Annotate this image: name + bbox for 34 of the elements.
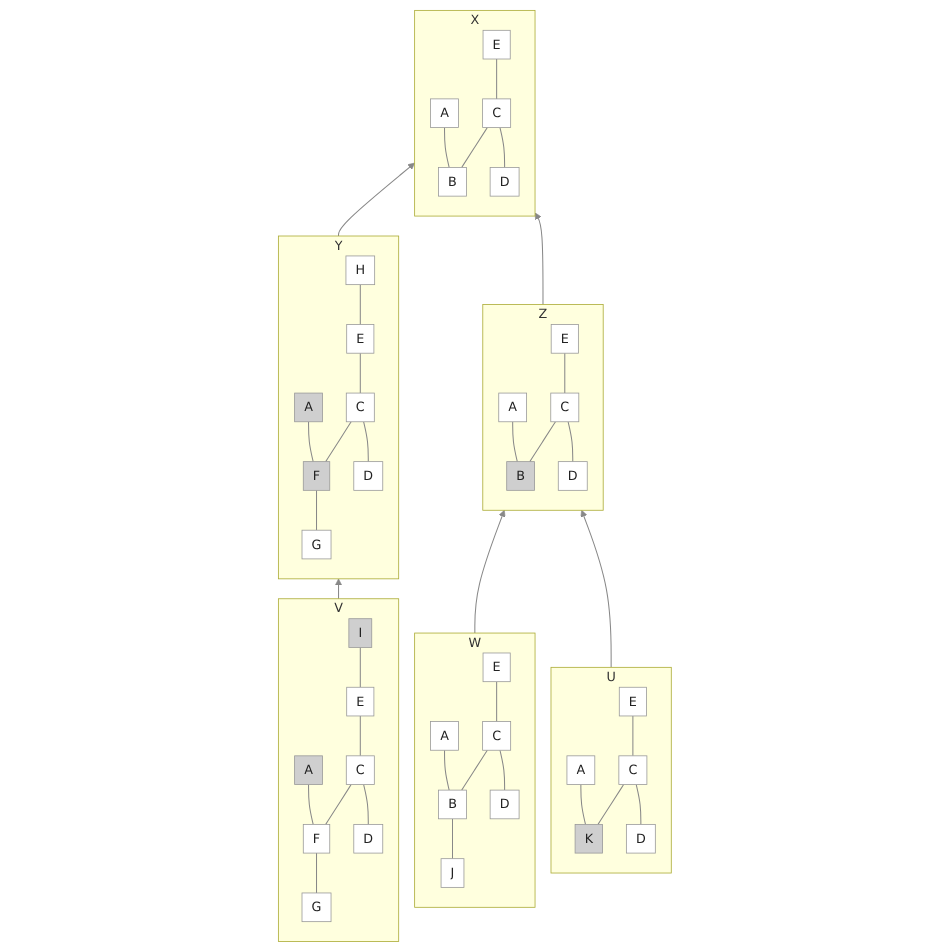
connector bbox=[315, 852, 317, 894]
connector bbox=[495, 681, 497, 723]
connector bbox=[358, 646, 360, 688]
connector bbox=[358, 715, 360, 757]
arrow bbox=[579, 509, 611, 668]
connector bbox=[460, 749, 488, 791]
connector bbox=[443, 127, 449, 168]
arrow bbox=[533, 212, 543, 306]
connector bbox=[631, 715, 633, 757]
connector bbox=[358, 352, 360, 394]
connector bbox=[596, 784, 624, 825]
connector bbox=[307, 784, 313, 825]
connector bbox=[362, 784, 368, 825]
connector bbox=[566, 421, 573, 463]
connector bbox=[362, 421, 368, 463]
connector bbox=[511, 421, 517, 463]
connector bbox=[498, 127, 505, 168]
connector bbox=[358, 284, 360, 325]
connector bbox=[495, 58, 497, 100]
connector bbox=[528, 421, 556, 463]
arrow bbox=[473, 509, 505, 634]
connector bbox=[307, 421, 313, 463]
connector bbox=[498, 749, 505, 791]
connector bbox=[634, 784, 641, 825]
connector bbox=[324, 784, 351, 825]
connector bbox=[443, 749, 449, 791]
connector bbox=[460, 127, 487, 168]
connector bbox=[315, 489, 317, 531]
connector bbox=[451, 818, 453, 860]
connector bbox=[324, 421, 351, 463]
connector bbox=[563, 352, 565, 394]
arrow bbox=[337, 162, 415, 237]
arrow bbox=[334, 578, 342, 600]
connector bbox=[579, 784, 586, 825]
